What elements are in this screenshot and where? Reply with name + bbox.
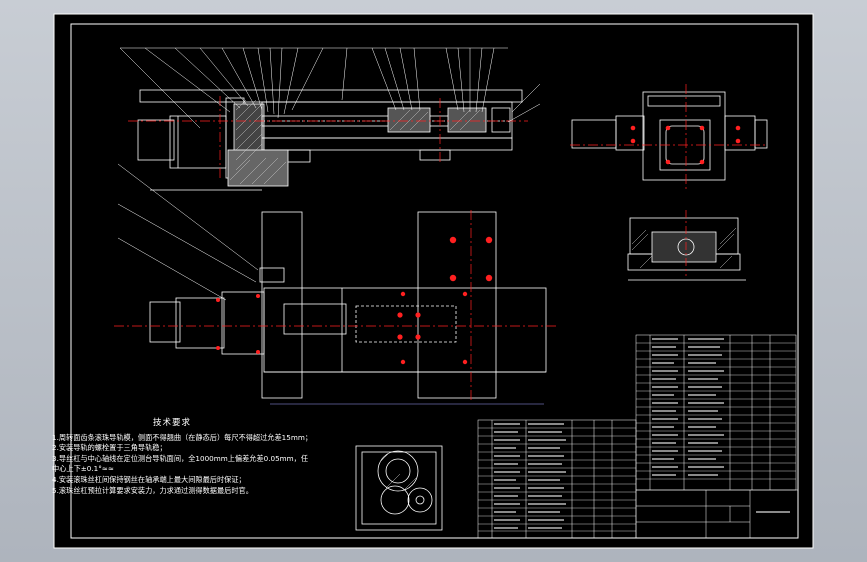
title-block (635, 489, 799, 539)
gear-detail-hatch (379, 451, 417, 491)
requirement-item: 1.周转面齿条滚珠导轨模，侧面不得翘曲（在静态后）每尺不得超过允差15mm； (52, 432, 313, 442)
balloon-leaders (119, 47, 541, 129)
parts-list-lower-rows (478, 427, 636, 532)
side-view-bolt-holes (630, 125, 741, 165)
parts-list-upper (635, 334, 797, 491)
sheet-outer-border (53, 13, 814, 549)
requirement-item: 4.安装滚珠丝杠间保持钢丝在轴承端上最大间隙最后时保证； (52, 474, 246, 484)
table-cell-marks (494, 338, 790, 529)
plan-view-bolt-holes (216, 236, 493, 365)
parts-list-lower (477, 419, 637, 539)
sheet-inner-border (70, 23, 799, 539)
plan-view-leaders (117, 163, 259, 301)
side-view-center-line (570, 84, 768, 190)
requirement-item: 2.安装导轨的螺栓置于三角导轨稳； (52, 443, 167, 453)
requirement-item: 5.滚珠丝杠预拉计算要求安装力，力求通过测得数据最后时官。 (52, 485, 253, 495)
technical-requirements: 技术要求 1.周转面齿条滚珠导轨模，侧面不得翘曲（在静态后）每尺不得超过允差15… (52, 418, 313, 496)
gear-detail-view (355, 445, 443, 531)
plan-view-center-line (114, 210, 556, 400)
section-view-hatch (631, 227, 737, 269)
motor-body (137, 119, 175, 161)
front-view-hatch (229, 99, 481, 185)
requirement-item: 3.导丝杠与中心轴线在定位测台导轨面间，全1000mm上偏差允差0.05mm，任 (52, 453, 309, 463)
requirement-item: 中心上下±0.1°≈≈ (52, 464, 114, 474)
parts-list-upper-rows (636, 342, 796, 480)
center-line (128, 96, 528, 180)
plan-view (149, 211, 547, 405)
technical-requirements-title: 技术要求 (152, 418, 191, 428)
